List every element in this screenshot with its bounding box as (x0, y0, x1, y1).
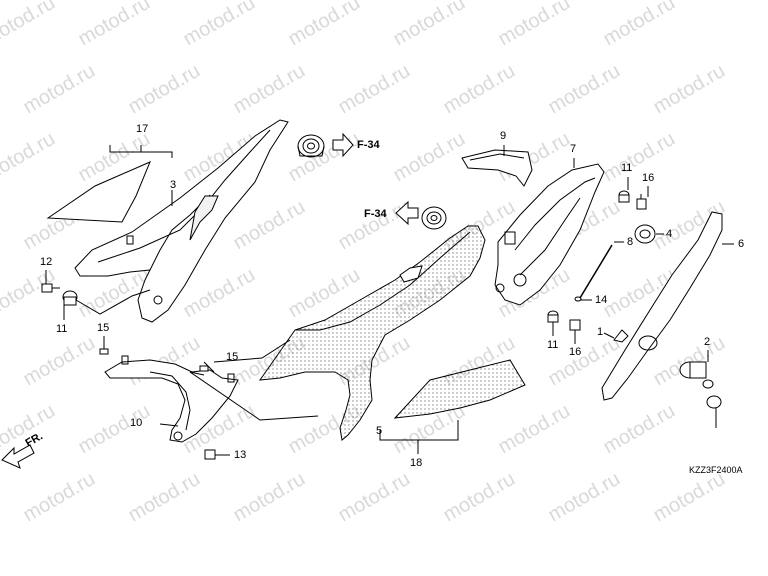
front-arrow-icon (1, 444, 35, 469)
callout-1: 1 (597, 326, 604, 338)
callout-16-top: 16 (642, 172, 655, 184)
callout-7: 7 (570, 143, 577, 155)
diagram-code: KZZ3F2400A (689, 465, 743, 475)
callout-10: 10 (130, 417, 143, 429)
callout-12: 12 (40, 256, 53, 268)
grommet-4 (634, 224, 656, 244)
ref-label-left: F-34 (364, 208, 387, 220)
callout-13: 13 (234, 449, 247, 461)
callout-16-bottom: 16 (569, 346, 582, 358)
strap-9 (461, 149, 533, 187)
bolt-13 (204, 449, 222, 460)
collar-11-top (618, 190, 630, 203)
collar-11-bottom (547, 310, 559, 323)
clip-14 (574, 296, 582, 302)
callout-8: 8 (627, 236, 634, 248)
ref-arrow-right (332, 132, 354, 158)
lower-cover-10 (104, 355, 239, 443)
callout-3: 3 (170, 179, 177, 191)
callout-15-b: 15 (226, 351, 239, 363)
callout-5: 5 (376, 425, 383, 437)
callout-9: 9 (500, 130, 507, 142)
decal-17-shape (46, 161, 151, 223)
ref-label-right: F-34 (357, 139, 380, 151)
callout-17: 17 (136, 123, 149, 135)
housing-7 (494, 163, 605, 306)
grommet-mid (421, 206, 447, 230)
clip-1 (613, 329, 629, 343)
bolt-16-top (636, 194, 647, 210)
key-lock-2 (679, 361, 722, 428)
callout-14: 14 (595, 294, 608, 306)
side-cover-6 (601, 211, 723, 401)
callout-11-left: 11 (56, 323, 68, 335)
frame-cover-3 (74, 119, 289, 323)
collar-11-left (62, 290, 78, 306)
ref-arrow-left (395, 200, 419, 226)
callout-4: 4 (666, 228, 673, 240)
callout-11-bottom: 11 (547, 339, 559, 351)
callout-15-a: 15 (97, 322, 110, 334)
callout-11-top: 11 (621, 162, 633, 174)
grommet-top (297, 134, 325, 158)
side-cover-5 (258, 225, 486, 441)
leader-lines (45, 145, 734, 456)
callout-2: 2 (704, 336, 711, 348)
callout-6: 6 (738, 238, 745, 250)
callout-18: 18 (410, 457, 423, 469)
bolt-15-b (199, 361, 215, 373)
bolt-15-a (99, 342, 109, 355)
rod-8 (579, 244, 613, 299)
bolt-16-bottom (569, 319, 581, 331)
decal-18-shape (393, 359, 526, 419)
bolt-12 (41, 283, 60, 293)
